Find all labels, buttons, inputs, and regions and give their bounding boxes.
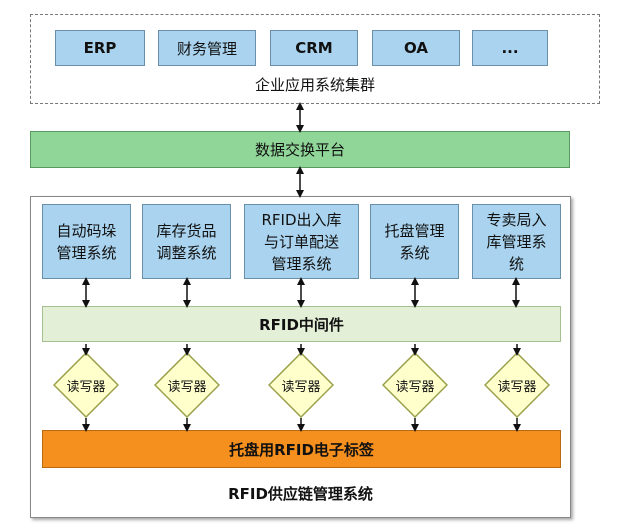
- reader-1: 读写器: [53, 352, 119, 418]
- app-more: ...: [472, 30, 548, 66]
- reader-5: 读写器: [484, 352, 550, 418]
- rfid-pallet-tag: 托盘用RFID电子标签: [42, 430, 561, 468]
- system-label: RFID供应链管理系统: [228, 485, 373, 503]
- app-erp: ERP: [55, 30, 145, 66]
- reader-label: 读写器: [167, 379, 207, 395]
- reader-label: 读写器: [281, 379, 321, 395]
- reader-3: 读写器: [268, 352, 334, 418]
- reader-label: 读写器: [66, 379, 106, 395]
- reader-diamond-shape: [382, 352, 448, 418]
- reader-diamond-shape: [154, 352, 220, 418]
- module-pallet-management: 托盘管理 系统: [370, 204, 459, 279]
- reader-diamond-shape: [268, 352, 334, 418]
- reader-4: 读写器: [382, 352, 448, 418]
- module-inventory-adjust: 库存货品 调整系统: [142, 204, 231, 279]
- app-oa: OA: [372, 30, 460, 66]
- app-finance: 财务管理: [158, 30, 256, 66]
- cluster-label: 企业应用系统集群: [254, 76, 375, 94]
- module-bureau-warehousing: 专卖局入 库管理系 统: [472, 204, 561, 279]
- reader-diamond-shape: [484, 352, 550, 418]
- reader-2: 读写器: [154, 352, 220, 418]
- reader-diamond-shape: [53, 352, 119, 418]
- rfid-middleware: RFID中间件: [42, 306, 561, 342]
- reader-label: 读写器: [395, 379, 435, 395]
- data-exchange-platform: 数据交换平台: [30, 131, 570, 168]
- app-crm: CRM: [270, 30, 358, 66]
- module-rfid-inout-order: RFID出入库 与订单配送 管理系统: [244, 204, 359, 279]
- reader-label: 读写器: [497, 379, 537, 395]
- module-palletizing: 自动码垛 管理系统: [42, 204, 131, 279]
